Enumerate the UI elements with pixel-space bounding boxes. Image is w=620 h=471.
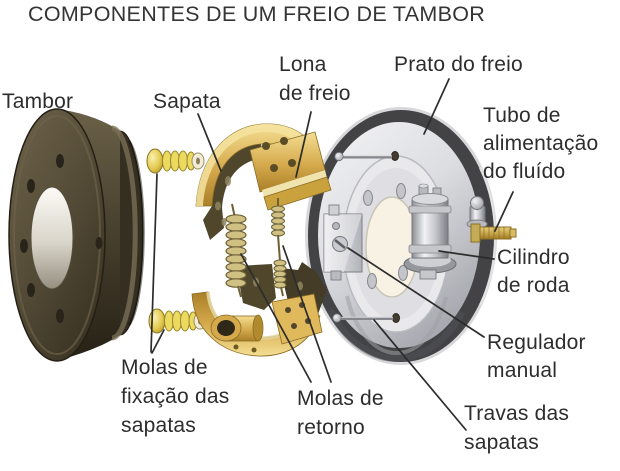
- shoe-retainer-pins: [332, 151, 393, 323]
- backing-plate: [305, 107, 497, 365]
- leader-lines: [150, 78, 514, 431]
- leader-fixacao-short: [151, 329, 165, 354]
- manual-adjuster: [323, 204, 363, 281]
- fluid-feed-tube: [466, 196, 517, 243]
- leader-lona-de-freio: [295, 111, 312, 178]
- brake-shoe-bottom: [191, 262, 327, 357]
- leader-travas: [373, 319, 467, 431]
- leader-retorno-a: [282, 245, 332, 383]
- label-travas-das-sapatas: Travas das sapatas: [464, 402, 570, 454]
- leader-tubo: [494, 191, 514, 232]
- label-lona-de-freio: Lona de freio: [279, 53, 351, 105]
- wheel-cylinder: [403, 183, 457, 280]
- brake-shoe-top: [195, 123, 332, 240]
- return-springs: [225, 198, 287, 298]
- leader-cilindro: [438, 250, 495, 260]
- leader-prato-do-freio: [423, 78, 450, 135]
- label-regulador-manual: Regulador manual: [487, 331, 586, 382]
- label-sapata: Sapata: [153, 90, 221, 113]
- label-molas-de-fixacao: Molas de fixação das sapatas: [121, 356, 230, 437]
- label-tambor: Tambor: [2, 90, 74, 113]
- label-tubo-alimentacao: Tubo de alimentação do fluído: [483, 104, 599, 183]
- label-cilindro-de-roda: Cilindro de roda: [497, 246, 570, 297]
- label-prato-do-freio: Prato do freio: [394, 53, 523, 76]
- leader-retorno-b: [240, 253, 312, 383]
- label-molas-de-retorno: Molas de retorno: [297, 387, 384, 439]
- leader-regulador: [347, 247, 485, 338]
- brake-drum: [8, 108, 145, 362]
- leader-sapata: [197, 113, 222, 172]
- diagram-title: COMPONENTES DE UM FREIO DE TAMBOR: [28, 2, 486, 26]
- hold-down-spring-top: [146, 148, 205, 174]
- leader-fixacao-long: [150, 173, 158, 353]
